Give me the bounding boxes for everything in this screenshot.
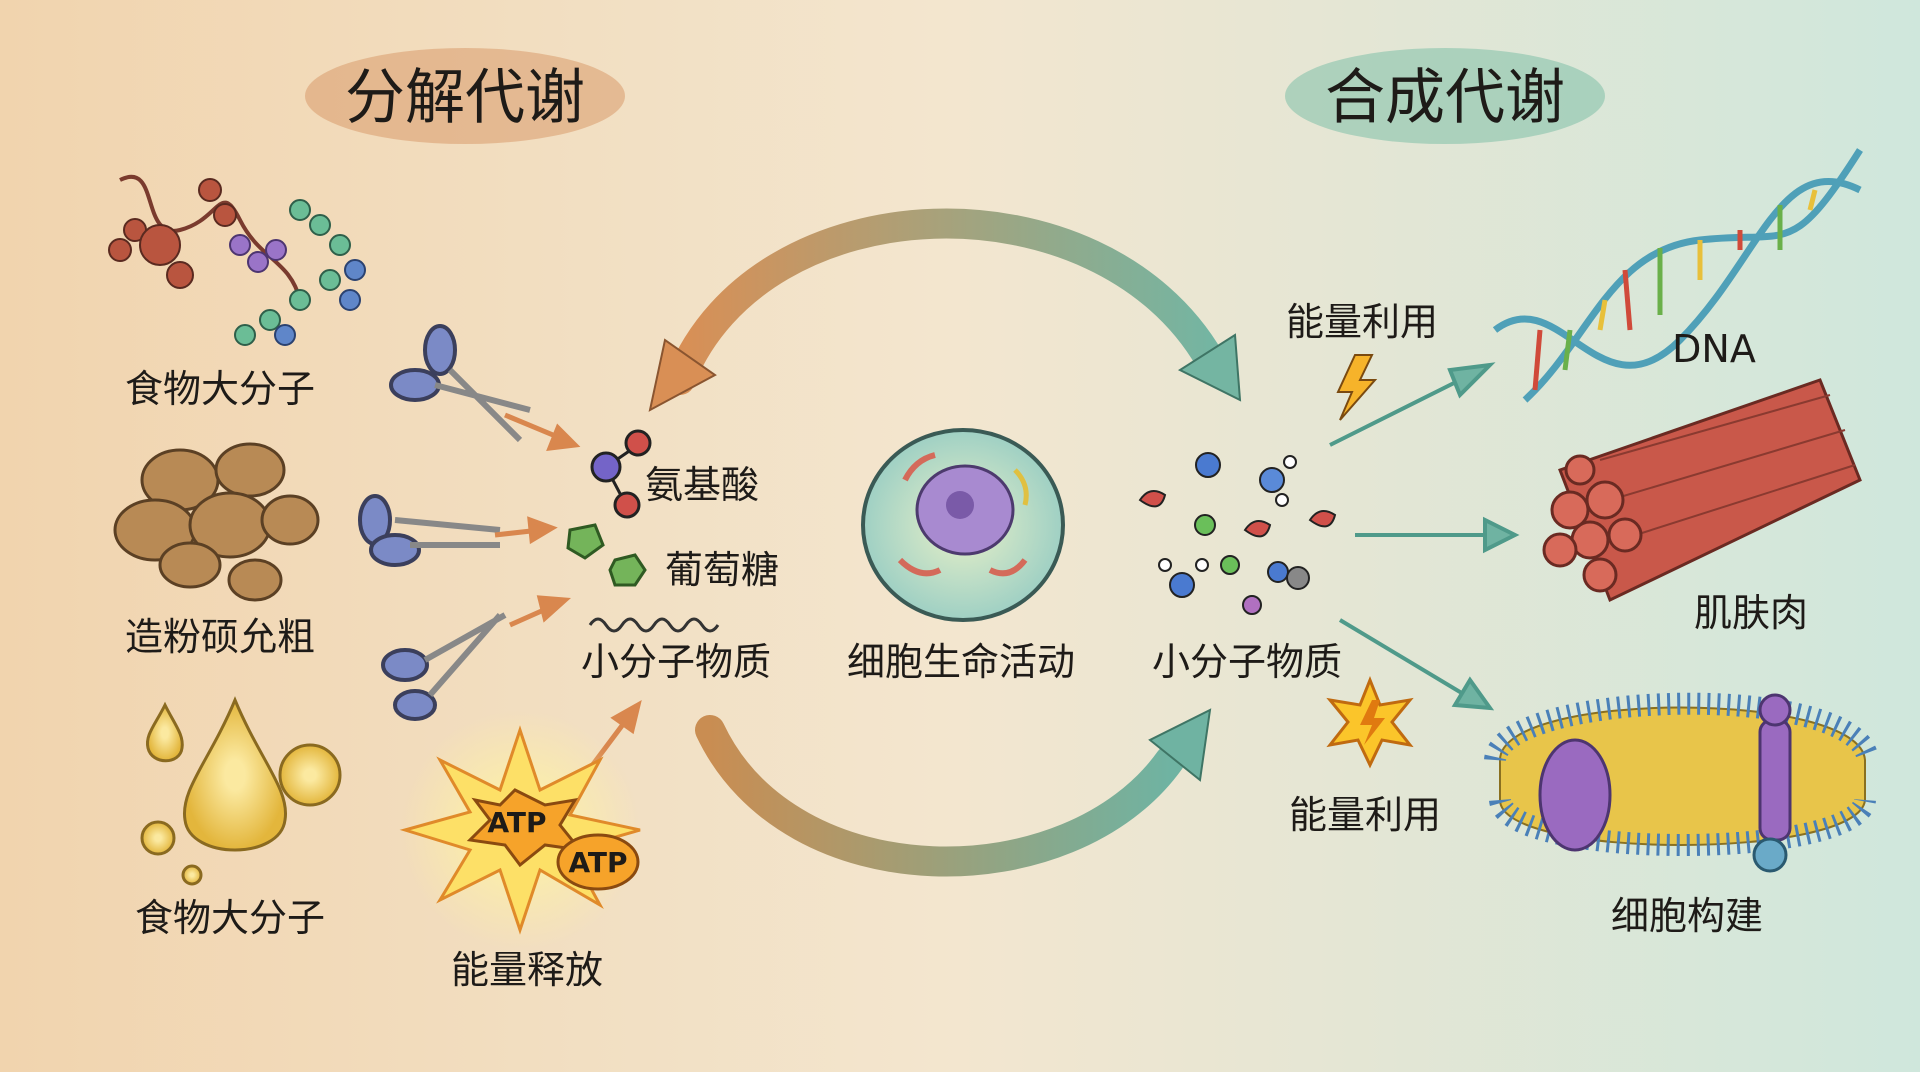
anabolism-title: 合成代谢 [1285,48,1605,144]
cell-membrane-illustration [1484,692,1879,873]
cycle-arrow-bottom [695,708,1212,877]
starch-label: 造粉硕允粗 [125,615,315,659]
small-molecules-cluster-right [1138,452,1337,615]
energy-release-label: 能量释放 [451,948,603,992]
muscle-illustration [1542,378,1862,603]
food-macromolecule-label-1: 食物大分子 [125,367,315,411]
cell-illustration [861,428,1065,622]
small-molecules-label-right: 小分子物质 [1152,640,1342,684]
amino-acid-label: 氨基酸 [645,463,759,507]
svg-text:ATP: ATP [487,806,546,839]
svg-text:分解代谢: 分解代谢 [345,63,585,133]
glucose-label: 葡萄糖 [665,548,779,592]
energy-burst-icon [1326,675,1414,769]
dna-illustration [1492,148,1863,403]
oil-drops-illustration [140,696,342,886]
cell-activity-label: 细胞生命活动 [847,640,1075,684]
dna-label: DNA [1672,327,1756,371]
potatoes-illustration [113,442,320,602]
svg-text:合成代谢: 合成代谢 [1325,63,1565,133]
cell-building-label: 细胞构建 [1611,894,1763,938]
energy-use-label-1: 能量利用 [1286,300,1438,344]
breakdown-arrows [494,412,642,777]
food-macromolecule-label-2: 食物大分子 [135,896,325,940]
energy-use-label-2: 能量利用 [1289,793,1441,837]
glucose-molecule [566,523,647,587]
atp-energy-burst: ATP ATP [399,710,641,950]
scissors-icon [389,324,531,443]
svg-text:ATP: ATP [568,846,627,879]
small-molecules-label-left: 小分子物质 [581,640,771,684]
amino-acid-molecule [590,429,652,519]
scissors-icon [358,494,501,567]
scissors-icon [381,612,507,721]
lightning-icon [1336,354,1378,421]
protein-chain-illustration [108,175,366,346]
muscle-label: 肌肤肉 [1694,591,1808,635]
catabolism-title: 分解代谢 [305,48,625,144]
cycle-arrow-top [648,208,1242,412]
fatty-acid-squiggle [588,617,720,633]
synthesis-arrows [1329,362,1520,711]
